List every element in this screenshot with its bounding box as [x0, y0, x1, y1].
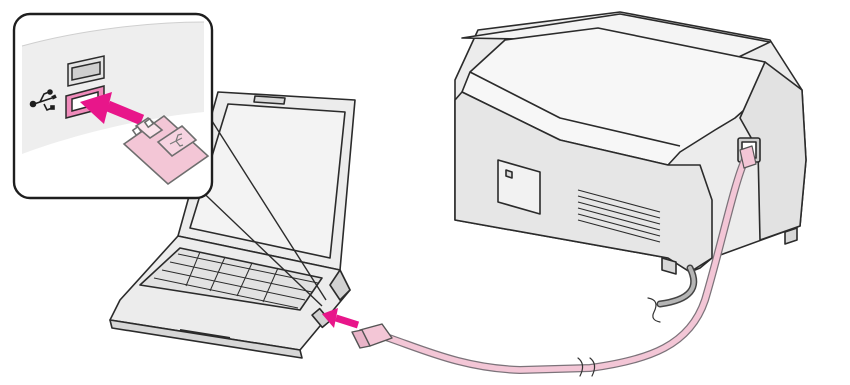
usb-symbol-icon [29, 89, 57, 112]
printer [454, 11, 807, 275]
printer-paper-support [461, 27, 766, 166]
insert-arrow-laptop [322, 308, 360, 329]
printer-vent [577, 189, 661, 243]
printer-power-cable [647, 264, 698, 323]
usb-plug [351, 323, 393, 349]
laptop-side-ports [311, 269, 351, 329]
printer-side [739, 61, 807, 241]
printer-paper-support-edge [469, 71, 681, 147]
laptop-keys [153, 251, 319, 309]
callout-pointer [189, 109, 327, 307]
usb-cable [351, 145, 757, 377]
insert-arrow-callout [80, 92, 145, 126]
zoom-callout [12, 12, 214, 200]
cable-break-mark [577, 357, 584, 377]
callout-usb-plug [122, 114, 210, 186]
callout-panel [22, 22, 204, 154]
callout-upper-port [67, 55, 105, 87]
laptop [109, 91, 356, 359]
